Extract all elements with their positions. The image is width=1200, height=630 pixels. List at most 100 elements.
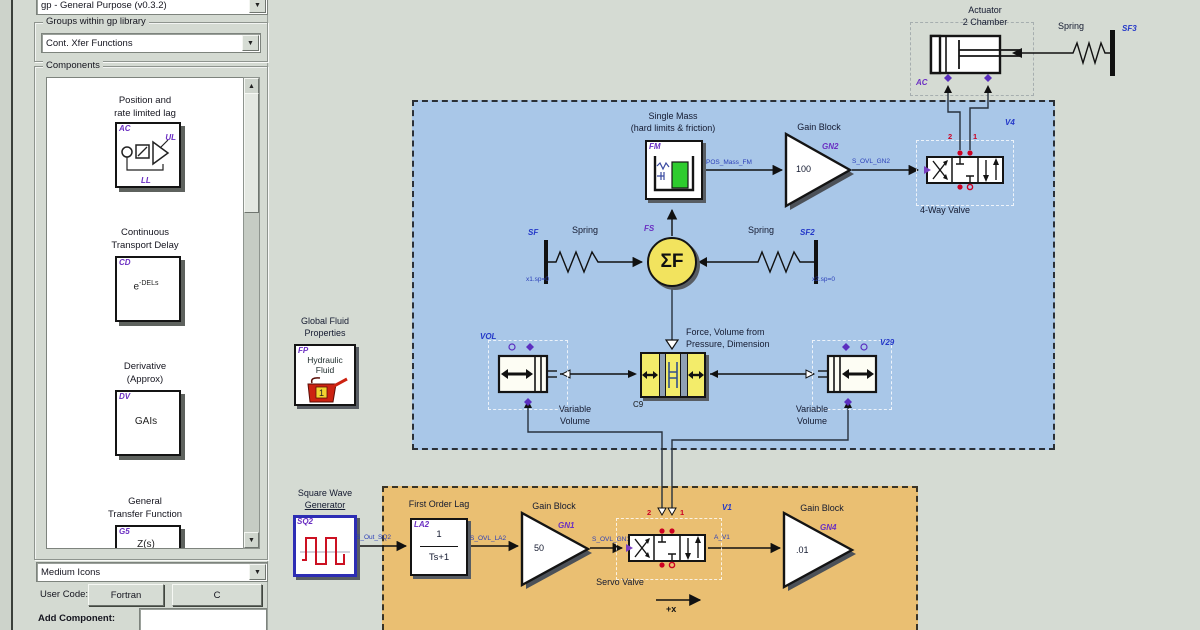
vv-right-selection-outline — [812, 340, 892, 410]
sum-id-label: FS — [644, 224, 655, 233]
component-icon-position-rate-limited-lag[interactable]: AC UL LL — [115, 122, 181, 188]
oil-can-icon: 1 — [307, 377, 348, 403]
actuator-id-label: AC — [916, 78, 928, 87]
mass-out-signal: POS_Mass_FM — [706, 159, 752, 166]
component-name: Derivative — [123, 361, 167, 372]
valve4-id-label: V4 — [1005, 118, 1015, 127]
group-select-value: Cont. Xfer Functions — [46, 37, 133, 49]
vv-right-block[interactable] — [818, 352, 878, 396]
delay-formula: e-DELs — [133, 280, 159, 293]
transfer-function-formula: Z(s) — [137, 539, 155, 549]
lower-limit-label: LL — [141, 176, 151, 185]
library-select-value: gp - General Purpose (v0.3.2) — [41, 0, 167, 11]
add-component-input[interactable] — [139, 608, 267, 630]
first-order-lag-title: First Order Lag — [408, 499, 470, 509]
valve4-block[interactable] — [924, 148, 1006, 192]
component-icon-transfer-function[interactable]: G5 Z(s) — [115, 525, 181, 549]
block-id-label: FP — [298, 346, 309, 355]
fraction-bar — [420, 546, 458, 547]
spring-right-note: x2.sp=0 — [812, 276, 835, 283]
gain2-block[interactable] — [784, 132, 858, 212]
components-fieldset: Components Position and rate limited lag… — [34, 60, 268, 560]
gain1-block[interactable] — [520, 511, 596, 591]
lag-numerator: 1 — [436, 529, 442, 540]
valve4-port2-label: 2 — [948, 132, 953, 141]
gain1-value: 50 — [534, 543, 545, 553]
vv-left-block[interactable] — [497, 352, 557, 396]
c9-gap — [659, 354, 666, 396]
upper-limit-label: UL — [165, 133, 176, 142]
chevron-down-icon[interactable]: ▼ — [249, 564, 266, 580]
chevron-down-icon[interactable]: ▼ — [242, 35, 259, 51]
components-list: Position and rate limited lag AC UL LL — [46, 77, 244, 549]
force-sum-block[interactable]: ΣF — [647, 237, 697, 287]
gain4-block[interactable] — [782, 511, 860, 593]
gain2-id-label: GN2 — [822, 142, 839, 151]
sum-symbol: ΣF — [660, 251, 684, 272]
block-id-label: SQ2 — [297, 517, 314, 526]
force-volume-block[interactable] — [640, 352, 706, 398]
vv-right-id-label: V29 — [880, 338, 895, 347]
spring-right-id-label: SF2 — [800, 228, 815, 237]
single-mass-title: Single Mass(hard limits & friction) — [630, 111, 716, 133]
servo-port1-label: 1 — [680, 508, 685, 517]
component-icon-transport-delay[interactable]: CD e-DELs — [115, 256, 181, 322]
component-name: Transport Delay — [111, 240, 179, 251]
single-mass-block[interactable]: FM — [645, 140, 703, 200]
add-component-label: Add Component: — [38, 613, 116, 624]
library-select[interactable]: gp - General Purpose (v0.3.2) ▼ — [36, 0, 268, 15]
actuator-selection-outline — [910, 22, 1034, 96]
servo-label: Servo Valve — [596, 577, 644, 587]
servo-valve-block[interactable] — [626, 526, 708, 570]
component-name: Position and — [118, 95, 172, 106]
force-volume-id-label: C9 — [633, 400, 644, 409]
scrollbar-thumb[interactable] — [244, 93, 259, 213]
components-fieldset-label: Components — [43, 60, 103, 71]
chevron-down-icon[interactable]: ▼ — [249, 0, 266, 13]
first-order-lag-block[interactable]: LA2 1 Ts+1 — [410, 518, 468, 576]
user-code-label: User Code: — [40, 589, 89, 600]
groups-fieldset: Groups within gp library Cont. Xfer Func… — [34, 16, 268, 62]
lag-denominator: Ts+1 — [428, 552, 450, 563]
component-name: (Approx) — [126, 374, 164, 385]
component-name: rate limited lag — [114, 108, 176, 119]
scroll-down-button[interactable]: ▼ — [244, 532, 259, 548]
actuator-cylinder[interactable] — [926, 30, 1022, 78]
window-frame-line — [11, 0, 13, 630]
icon-size-select[interactable]: Medium Icons ▼ — [36, 562, 268, 582]
mass-spring-damper-icon — [653, 156, 695, 192]
component-icon-derivative[interactable]: DV GAIs — [115, 390, 181, 456]
gain1-id-label: GN1 — [558, 521, 575, 530]
valve4-label: 4-Way Valve — [919, 205, 970, 215]
c9-left-cell — [642, 354, 660, 396]
axis-label: +x — [666, 604, 677, 614]
first-order-lag-out-signal: S_OVL_LA2 — [470, 535, 507, 542]
components-scrollbar[interactable]: ▲ ▼ — [243, 77, 260, 549]
c-button[interactable]: C — [172, 584, 262, 606]
svg-text:1: 1 — [319, 388, 324, 398]
gain1-out-signal: S_OVL_GN1 — [592, 536, 630, 543]
icon-size-value: Medium Icons — [41, 566, 101, 578]
vv-left-id-label: VOL — [480, 332, 497, 341]
component-name: Continuous — [120, 227, 170, 238]
sq-gen-out-signal: S_Out_SQ2 — [356, 534, 392, 541]
lag-icon — [121, 139, 170, 171]
block-id-label: FM — [649, 142, 661, 151]
c9-right-cell — [687, 354, 704, 396]
component-id-label: AC — [119, 124, 131, 133]
block-id-label: LA2 — [414, 520, 430, 529]
spring3-id-label: SF3 — [1122, 24, 1137, 33]
vv-left-selection-outline — [488, 340, 568, 410]
gain2-title: Gain Block — [797, 122, 841, 132]
group-select[interactable]: Cont. Xfer Functions ▼ — [41, 33, 261, 53]
c9-gap — [681, 354, 688, 396]
fortran-button[interactable]: Fortran — [88, 584, 164, 606]
sq-gen-block[interactable]: SQ2 — [293, 515, 357, 577]
spring-left-note: x1.sp=0 — [526, 276, 549, 283]
